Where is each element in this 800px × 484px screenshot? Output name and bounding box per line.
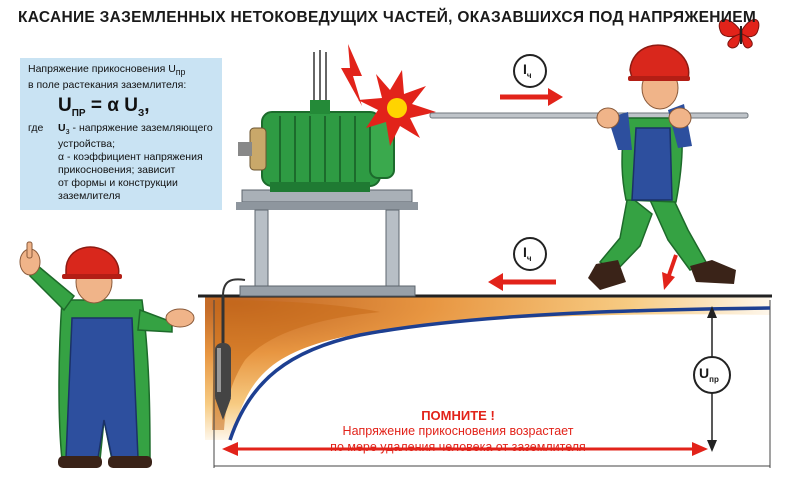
voltage-dimension-arrow [693, 306, 731, 452]
current-label-top: Iч [523, 61, 532, 80]
soil-gradient [205, 296, 770, 440]
worker-right [588, 44, 736, 290]
butterfly-icon [718, 19, 760, 49]
ground-rod-icon [215, 296, 231, 420]
machine-stand [236, 189, 418, 297]
current-arrow-ground [488, 237, 556, 291]
electric-motor [238, 100, 395, 192]
current-label-ground: Iч [523, 244, 532, 263]
infobox-alpha-3: от формы и конструкции [58, 176, 178, 189]
poster-title: КАСАНИЕ ЗАЗЕМЛЕННЫХ НЕТОКОВЕДУЩИХ ЧАСТЕЙ… [18, 9, 757, 26]
voltage-label: Uпр [699, 365, 719, 384]
remember-line-1: Напряжение прикосновения возрастает [342, 424, 574, 438]
infobox-line-1: Напряжение прикосновения Uпр [28, 63, 186, 78]
formula-infobox: Напряжение прикосновения Uпр в поле раст… [20, 58, 222, 210]
lightning-icon [341, 44, 362, 106]
ground-wire [222, 278, 246, 297]
infobox-alpha-1: α - коэффициент напряжения [58, 150, 203, 163]
infobox-alpha-4: заземлителя [58, 189, 121, 202]
power-wires [313, 50, 327, 100]
remember-note: ПОМНИТЕ ! Напряжение прикосновения возра… [278, 408, 638, 455]
remember-line-2: по мере удаления человека от заземлителя [330, 440, 586, 454]
worker-left [19, 241, 195, 468]
current-arrow-feet [662, 254, 678, 290]
infobox-uz-line-2: устройства; [58, 137, 116, 150]
distance-arrow [222, 442, 708, 456]
remember-heading: ПОМНИТЕ ! [421, 408, 495, 423]
infobox-line-2: в поле растекания заземлителя: [28, 79, 187, 92]
current-arrow-top [500, 54, 563, 106]
metal-rod [429, 112, 749, 119]
touch-voltage-formula: UПР = α UЗ, [58, 95, 150, 119]
infobox-alpha-2: прикосновения; зависит [58, 163, 176, 176]
infobox-where-row: где Uз - напряжение заземляющего [28, 121, 213, 136]
touch-voltage-curve [228, 306, 771, 441]
